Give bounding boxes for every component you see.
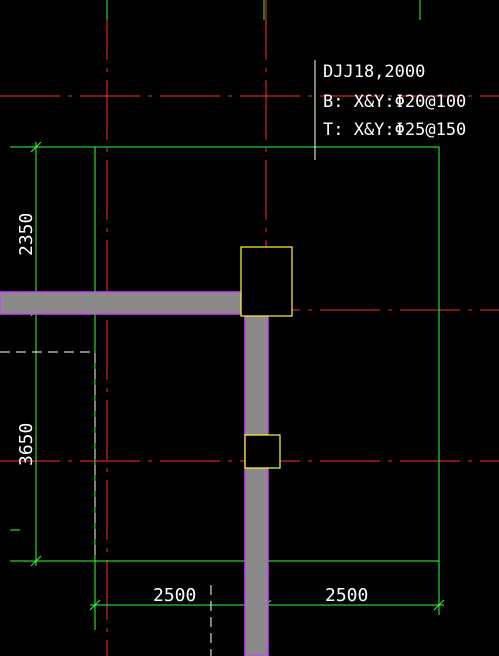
vertical-beam xyxy=(244,315,269,656)
top-reinforcement-label: T: X&Y:Φ25@150 xyxy=(323,120,466,140)
dimension-right: 2500 xyxy=(325,585,368,606)
dimension-upper: 2350 xyxy=(16,213,37,256)
column-lower[interactable] xyxy=(244,434,281,469)
dimension-lower: 3650 xyxy=(16,423,37,466)
column-upper[interactable] xyxy=(240,246,293,317)
footing-label: DJJ18,2000 xyxy=(323,62,425,82)
horizontal-beam xyxy=(0,291,242,315)
vertical-dimension-line xyxy=(10,141,95,567)
columns xyxy=(240,246,293,469)
beams xyxy=(0,291,269,656)
dimension-left: 2500 xyxy=(153,585,196,606)
top-ticks xyxy=(106,0,421,20)
bottom-reinforcement-label: B: X&Y:Φ20@100 xyxy=(323,92,466,112)
dashed-hidden-lines xyxy=(0,351,212,656)
footing-outline xyxy=(10,146,440,562)
